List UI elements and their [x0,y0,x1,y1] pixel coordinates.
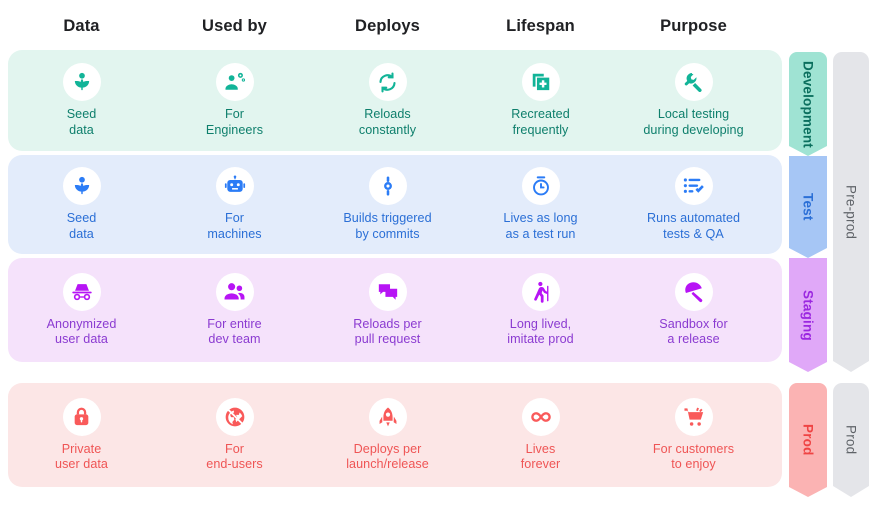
cell-label: Deploys per launch/release [346,441,429,472]
cell-label: For machines [207,211,262,241]
cell-label: Reloads per pull request [353,316,422,347]
cell-test-used-by: For machines [158,155,311,254]
group-chip-prod: Prod [833,383,869,497]
cell-label: Sandbox for a release [659,316,728,347]
shopping-cart-icon [674,397,713,436]
cell-development-lifespan: Recreated frequently [464,50,617,151]
stage-chevron-label: Staging [800,289,816,341]
cell-prod-used-by: For end-users [158,383,311,487]
stage-chevron-prod: Prod [789,383,827,497]
column-header-used-by: Used by [202,17,267,35]
row-cells: Seed data For machines Builds triggered by… [8,155,782,254]
row-cells: Seed data For Engineers Reloads constantly… [8,50,782,151]
column-header-purpose: Purpose [660,17,727,35]
cell-label: Runs automated tests & QA [646,211,741,241]
reload-sync-icon [368,63,407,101]
cell-label: For entire dev team [207,316,262,347]
cell-test-lifespan: Lives as long as a test run [464,155,617,254]
engineer-gear-icon [215,63,254,101]
people-group-icon [215,272,254,311]
column-header-deploys: Deploys [355,17,420,35]
cell-development-deploys: Reloads constantly [311,50,464,151]
cell-prod-data: Private user data [5,383,158,487]
cell-development-data: Seed data [5,50,158,151]
cell-development-used-by: For Engineers [158,50,311,151]
stage-chevron-staging: Staging [789,258,827,372]
cell-label: Recreated frequently [511,107,570,137]
elderly-walk-icon [521,272,560,311]
stage-chevron-label: Test [800,193,816,221]
cell-label: Private user data [55,441,108,472]
cell-label: Seed data [66,211,97,241]
env-row-test: Seed data For machines Builds triggered by… [8,155,782,254]
stage-chevron-label: Prod [800,424,816,456]
beach-umbrella-icon [674,272,713,311]
lock-icon [62,397,101,436]
env-row-development: Seed data For Engineers Reloads constantly… [8,50,782,151]
infinity-icon [521,397,560,436]
cell-prod-lifespan: Lives forever [464,383,617,487]
group-chip-label: Prod [843,425,859,455]
cell-label: Local testing during developing [643,107,744,137]
cell-label: Seed data [66,107,97,137]
rocket-launch-icon [368,397,407,436]
stage-chevron-label: Development [800,60,816,148]
column-header-row: Data Used by Deploys Lifespan Purpose [0,0,782,50]
cell-test-data: Seed data [5,155,158,254]
cell-label: Builds triggered by commits [343,211,432,241]
cell-test-purpose: Runs automated tests & QA [617,155,770,254]
seed-data-icon [62,167,101,205]
cell-label: For customers to enjoy [652,441,735,472]
cell-staging-lifespan: Long lived, imitate prod [464,258,617,362]
incognito-icon [62,272,101,311]
duplicate-add-icon [521,63,560,101]
checklist-icon [674,167,713,205]
cell-label: Reloads constantly [358,107,417,137]
cell-label: Lives as long as a test run [503,211,578,241]
cell-staging-used-by: For entire dev team [158,258,311,362]
public-globe-icon [215,397,254,436]
cell-label: For Engineers [205,107,264,137]
stage-chevron-development: Development [789,52,827,156]
cell-staging-deploys: Reloads per pull request [311,258,464,362]
robot-icon [215,167,254,205]
cell-prod-deploys: Deploys per launch/release [311,383,464,487]
cell-staging-purpose: Sandbox for a release [617,258,770,362]
cell-label: Long lived, imitate prod [507,316,574,347]
cell-development-purpose: Local testing during developing [617,50,770,151]
cell-prod-purpose: For customers to enjoy [617,383,770,487]
column-header-data: Data [63,17,100,35]
stopwatch-icon [521,167,560,205]
env-row-staging: Anonymized user data For entire dev team R… [8,258,782,362]
chat-bubbles-icon [368,272,407,311]
env-row-prod: Private user data For end-users Deploys pe… [8,383,782,487]
row-cells: Private user data For end-users Deploys pe… [8,383,782,487]
stage-chevron-test: Test [789,156,827,258]
cell-staging-data: Anonymized user data [5,258,158,362]
cell-label: Anonymized user data [46,316,117,347]
row-cells: Anonymized user data For entire dev team R… [8,258,782,362]
cell-label: Lives forever [520,441,561,472]
commit-icon [368,167,407,205]
group-chip-pre-prod: Pre-prod [833,52,869,372]
cell-test-deploys: Builds triggered by commits [311,155,464,254]
environment-rows: Seed data For Engineers Reloads constantly… [8,50,782,487]
wrench-icon [674,63,713,101]
cell-label: For end-users [206,441,263,472]
group-chip-label: Pre-prod [843,184,859,240]
column-header-lifespan: Lifespan [506,17,575,35]
seed-data-icon [62,63,101,101]
